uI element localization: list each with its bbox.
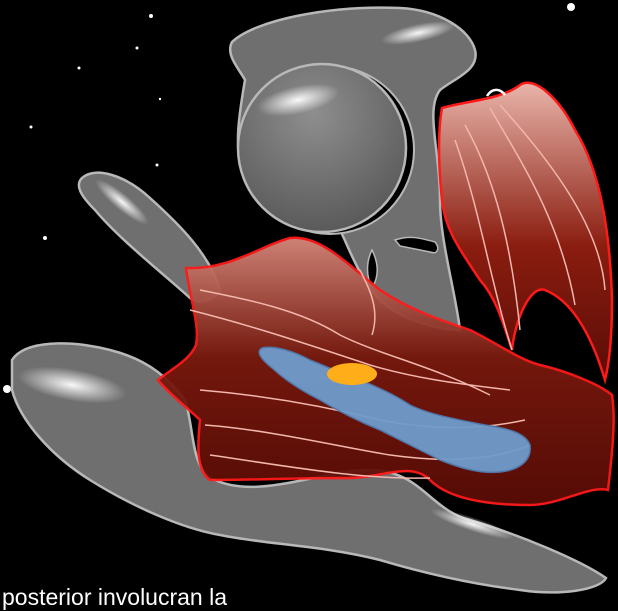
sphere — [238, 64, 414, 234]
star — [567, 3, 575, 11]
star — [149, 14, 153, 18]
star — [159, 98, 161, 100]
caption-text: posterior involucran la — [2, 583, 227, 611]
star — [43, 236, 47, 240]
star — [30, 126, 33, 129]
star — [136, 47, 139, 50]
orange-spot — [327, 363, 377, 385]
star — [156, 164, 159, 167]
star — [78, 67, 81, 70]
star — [3, 385, 11, 393]
